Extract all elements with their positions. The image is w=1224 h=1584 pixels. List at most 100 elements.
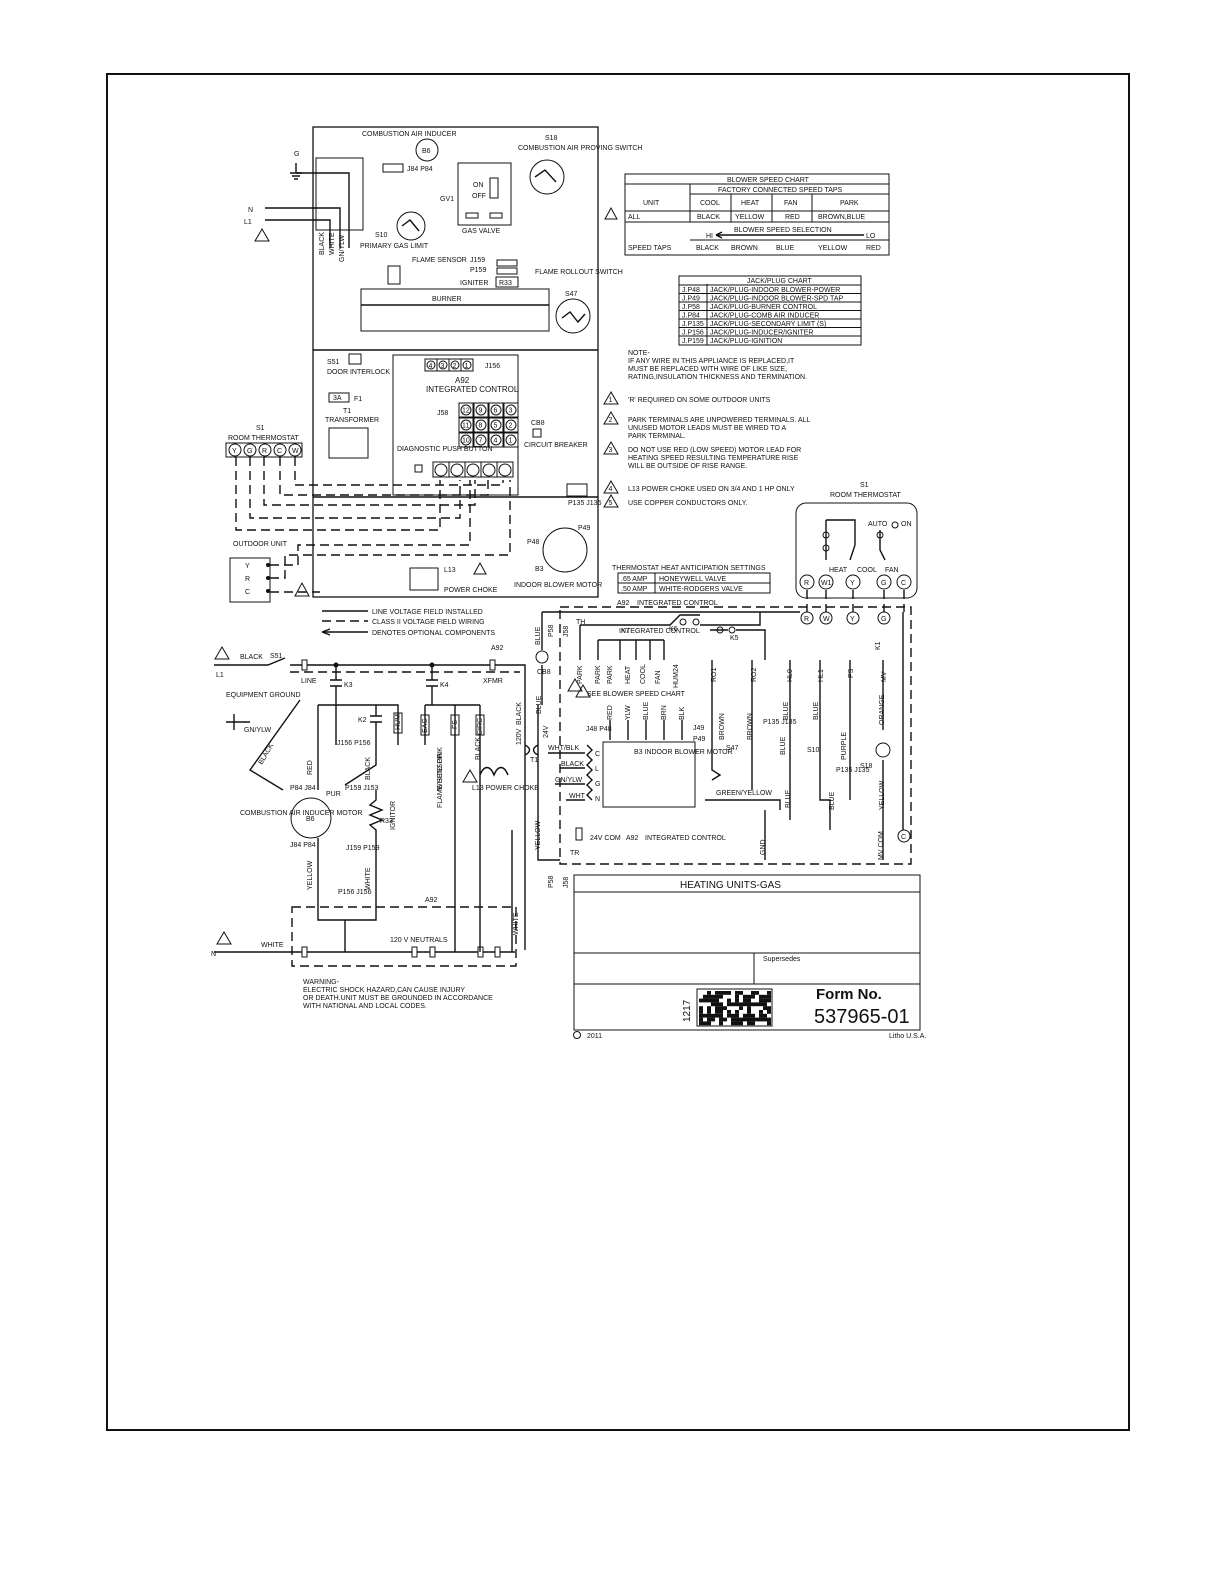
j156-pin-label: 1: [465, 363, 469, 370]
anticipation-valve: WHITE-RODGERS VALVE: [659, 586, 743, 593]
sch-ignitor: IGNITOR: [390, 801, 397, 830]
sch-th: TH: [576, 619, 585, 626]
sch-l1: L1: [216, 672, 224, 679]
copyright-year: 2011: [587, 1033, 602, 1040]
jack-chart-desc: JACK/PLUG-INDUCER/IGNITER: [710, 330, 813, 337]
p159-label: P159: [470, 267, 486, 274]
legend-line-voltage: LINE VOLTAGE FIELD INSTALLED: [372, 609, 483, 616]
note-text: 'R' REQUIRED ON SOME OUTDOOR UNITS: [628, 397, 771, 404]
jack-chart-code: J.P159: [682, 338, 704, 345]
tstat1-terminal-label: C: [277, 448, 282, 455]
sch-p159-top: P159 J153: [345, 785, 379, 792]
control-terminal-label: G: [881, 616, 886, 623]
sch-park2: PARK: [595, 665, 602, 684]
tstat2-terminal-label: R: [804, 580, 809, 587]
tstat2-terminal: [818, 574, 834, 590]
sch-mv-com: MV COM: [878, 831, 885, 860]
note-5-l1-marker-icon: [214, 646, 230, 660]
tstat2-on: ON: [901, 521, 912, 528]
tap-label: RED: [607, 705, 614, 720]
blower-chart-selection: BLOWER SPEED SELECTION: [734, 227, 832, 234]
room-thermostat-2: S1 ROOM THERMOSTAT AUTO ON HEAT COOL FAN…: [795, 482, 918, 599]
blower-chart-col: PARK: [840, 200, 859, 207]
blower-chart-lo: LO: [866, 233, 876, 240]
sch-ro1: RO1: [711, 668, 718, 683]
tstat1-terminal: [288, 443, 302, 457]
inducer-motor-symbol-icon: [290, 797, 332, 839]
pressure-switch-icon: [529, 159, 565, 195]
sch-s51: S51: [270, 653, 283, 660]
a92-desc: INTEGRATED CONTROL: [426, 385, 519, 394]
door-switch-icon: [348, 353, 362, 365]
tstat2-auto: AUTO: [868, 521, 888, 528]
sch-green-yellow: GREEN/YELLOW: [716, 790, 772, 797]
gas-limit-icon: [396, 211, 426, 241]
anticipation-amp: .50 AMP: [621, 586, 648, 593]
sch-fs: FS: [452, 720, 459, 729]
outdoor-terminal-label: Y: [245, 563, 250, 570]
j84-label: J84 P84: [407, 166, 433, 173]
sch-b6: B6: [306, 816, 315, 823]
warning-line: OR DEATH.UNIT MUST BE GROUNDED IN ACCORD…: [303, 995, 493, 1002]
tstat1-label: ROOM THERMOSTAT: [228, 435, 300, 442]
sch-p58-bot: P58: [548, 875, 555, 888]
note-text: USE COPPER CONDUCTORS ONLY.: [628, 500, 747, 507]
sch-gnylw-mtr: GN/YLW: [555, 777, 582, 784]
tap-label: BLK: [679, 706, 686, 720]
jack-chart-code: J.P156: [682, 330, 704, 337]
tstat1-terminal: [258, 443, 272, 457]
sch-s10: S10: [807, 747, 820, 754]
j58-pin: [503, 432, 519, 448]
a92-control-outline: [559, 606, 912, 865]
sch-black-diag: BLACK: [258, 742, 276, 766]
j58-label: J58: [437, 410, 448, 417]
unit-outline: [312, 126, 599, 598]
sch-blue3: BLUE: [780, 736, 787, 755]
sch-blue-cb8: BLUE: [535, 626, 542, 645]
sch-blue-xfmr: BLUE: [536, 695, 543, 714]
blower-chart-unit: UNIT: [643, 200, 660, 207]
s18-label: S18: [545, 135, 558, 142]
outdoor-unit-label: OUTDOOR UNIT: [233, 541, 288, 548]
blower-chart-speed: RED: [866, 245, 881, 252]
jack-chart-desc: JACK/PLUG-IGNITION: [710, 338, 782, 345]
j58-pin: [473, 417, 489, 433]
motor-pin-label: G: [595, 781, 600, 788]
sch-gnylw: GN/YLW: [244, 727, 271, 734]
j58-pin-label: 5: [494, 423, 498, 430]
s18-desc: COMBUSTION AIR PROVING SWITCH: [518, 145, 642, 152]
note-line: IF ANY WIRE IN THIS APPLIANCE IS REPLACE…: [628, 358, 795, 365]
sch-yellow-xfmr: YELLOW: [535, 820, 542, 850]
gv-off: OFF: [472, 193, 486, 200]
push-button-label: DIAGNOSTIC PUSH BUTTON: [397, 446, 493, 453]
sch-c: C: [901, 834, 906, 841]
blower-chart-speed: YELLOW: [818, 245, 848, 252]
push-button-icon[interactable]: [414, 464, 423, 473]
sch-brown2: BROWN: [747, 713, 754, 740]
tstat2-cool: COOL: [857, 567, 877, 574]
outdoor-unit-box: [229, 557, 271, 603]
j58-pin: [503, 417, 519, 433]
j58-pin: [458, 417, 474, 433]
sch-24v-com: 24V COM: [590, 835, 621, 842]
rollout-switch-icon: [555, 298, 591, 334]
jack-chart-desc: JACK/PLUG-BURNER CONTROL: [710, 304, 817, 311]
sch-yellow-ind: YELLOW: [307, 860, 314, 890]
sch-mv: MV: [881, 671, 888, 682]
a92-label: A92: [455, 376, 470, 385]
j58-pin: [473, 432, 489, 448]
j156-pin-label: 4: [429, 363, 433, 370]
blower-chart-title: BLOWER SPEED CHART: [727, 177, 810, 184]
sch-cb8: CB8: [537, 669, 551, 676]
sch-black: BLACK: [240, 654, 263, 661]
flame-sensor-label: FLAME SENSOR: [412, 257, 467, 264]
s47-label: S47: [565, 291, 578, 298]
warning-line: WARNING-: [303, 979, 340, 986]
burner-box: [360, 288, 550, 332]
sch-blue2: BLUE: [813, 701, 820, 720]
l1-label: L1: [244, 219, 252, 226]
tap-label: BLUE: [643, 701, 650, 720]
